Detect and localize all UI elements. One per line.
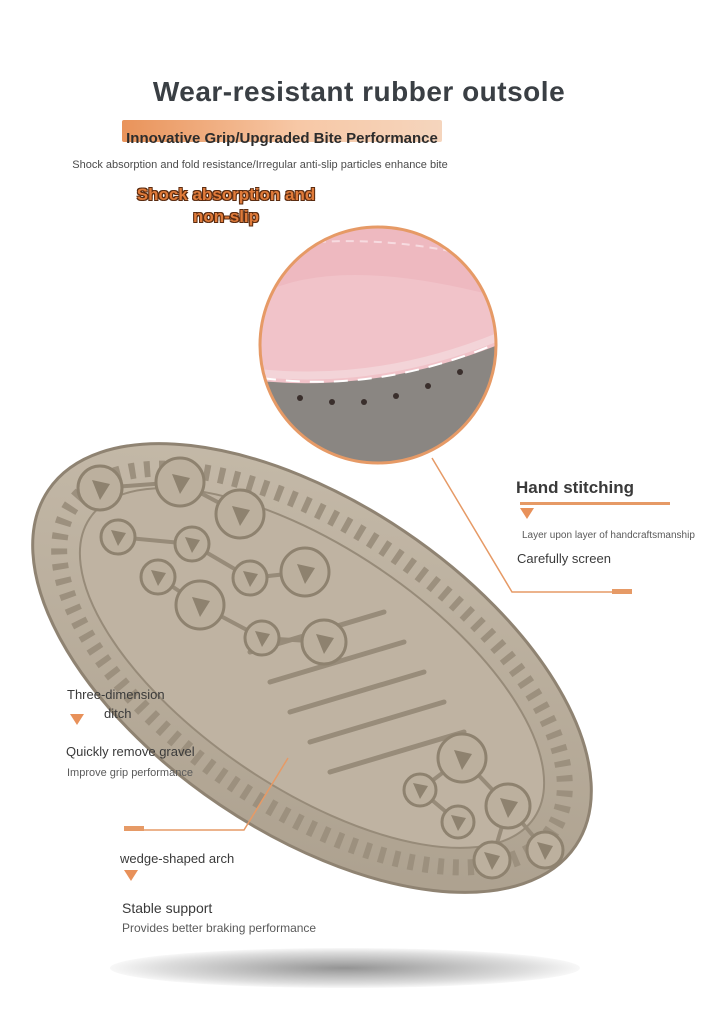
stitching-bar-end [612, 589, 632, 594]
feature-badge-line1: Shock absorption and [136, 185, 316, 204]
feature-badge: Shock absorption and non-slip [110, 184, 342, 228]
ditch-leader-line [124, 757, 289, 831]
arch-marker-icon [124, 870, 138, 881]
ditch-bar-end [124, 826, 144, 831]
front-tread-triangles [92, 474, 334, 654]
ditch-title-line2: ditch [104, 706, 132, 721]
heel-tread-triangles [413, 750, 553, 870]
subtitle-band-text: Innovative Grip/Upgraded Bite Performanc… [126, 130, 438, 147]
stitching-line2: Carefully screen [517, 551, 611, 566]
subtitle-band [122, 120, 442, 142]
stitching-closeup-image [258, 225, 498, 465]
stitching-underline [520, 502, 670, 505]
stitching-leader-line [431, 457, 632, 593]
ditch-marker-icon [70, 714, 84, 725]
feature-description: Shock absorption and fold resistance/Irr… [72, 159, 448, 171]
sole-shadow [110, 948, 580, 988]
arch-title: wedge-shaped arch [120, 851, 235, 866]
stitching-marker-icon [520, 508, 534, 519]
stitching-line1: Layer upon layer of handcraftsmanship [522, 530, 695, 541]
feature-badge-line2: non-slip [192, 207, 260, 226]
arch-line1: Stable support [122, 900, 213, 916]
ditch-line2: Improve grip performance [67, 767, 193, 779]
arch-line2: Provides better braking performance [122, 921, 317, 935]
ditch-line1: Quickly remove gravel [66, 744, 195, 759]
ditch-title-line1: Three-dimension [67, 687, 165, 702]
stitching-title: Hand stitching [516, 478, 635, 497]
page-title: Wear-resistant rubber outsole [152, 76, 566, 107]
